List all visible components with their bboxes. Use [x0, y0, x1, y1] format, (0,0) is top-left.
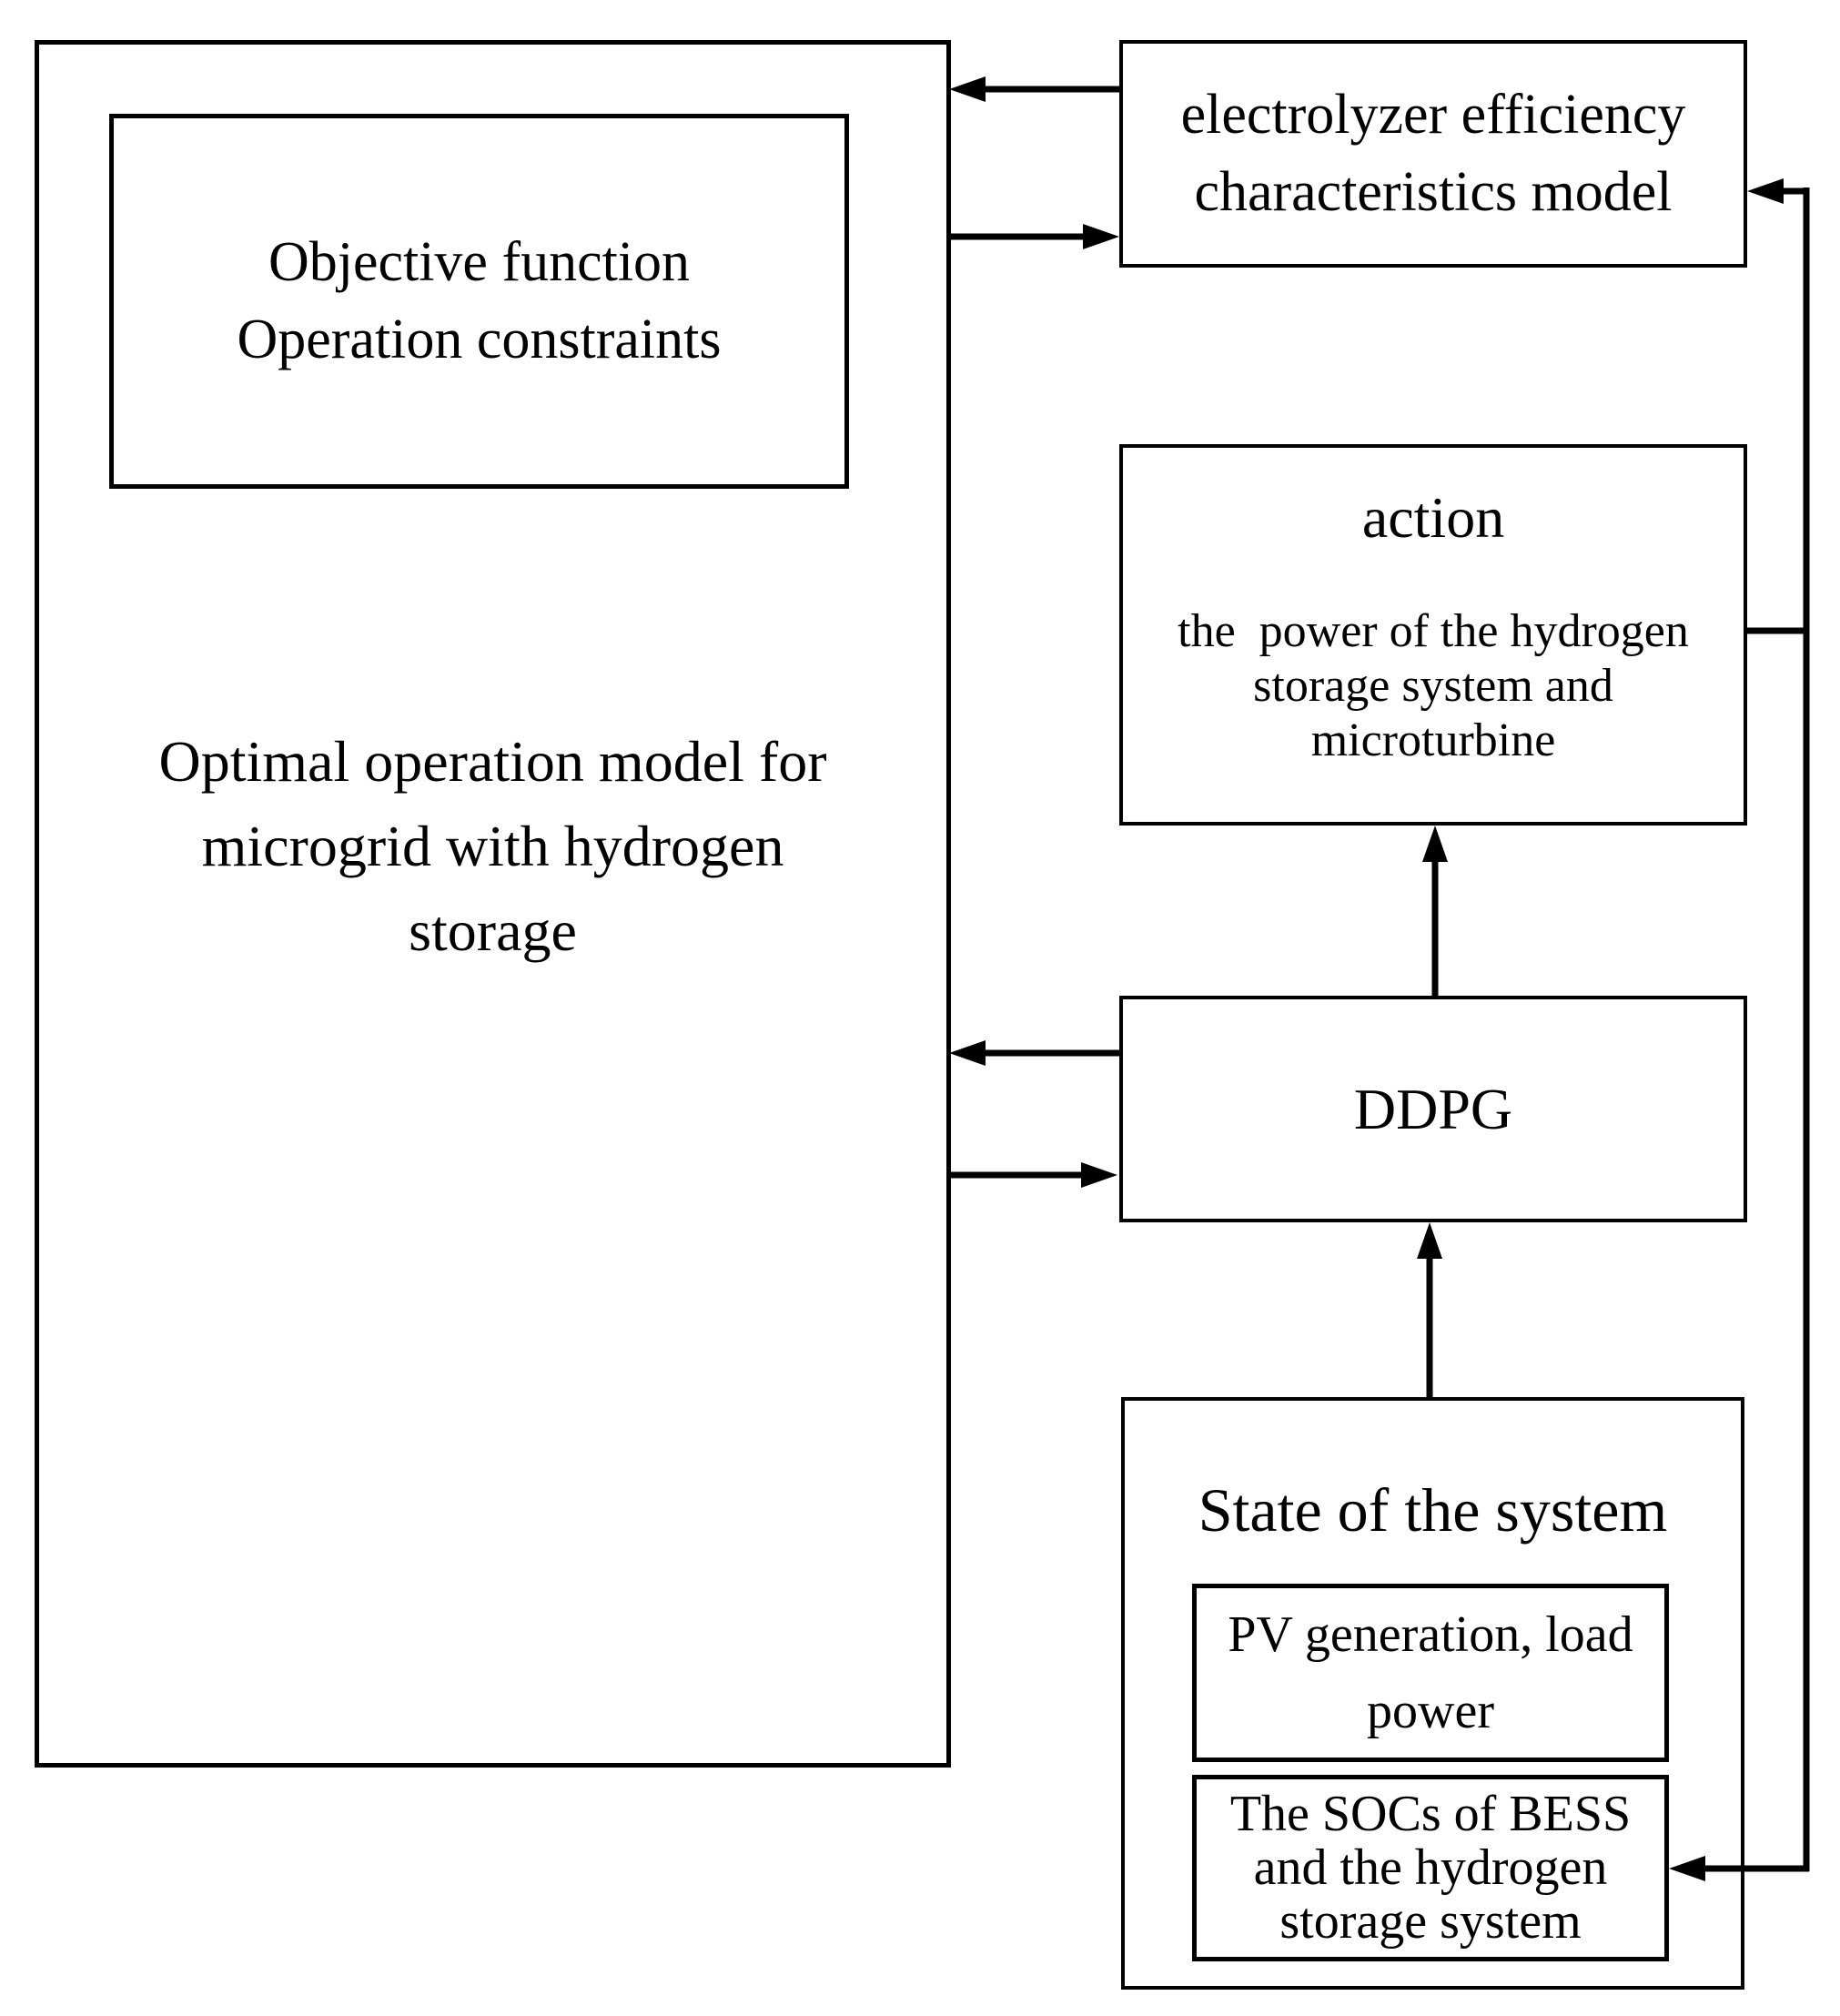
optimal-operation-model-label: Optimal operation model for microgrid wi…	[35, 719, 951, 973]
action-body-line-1: the power of the hydrogen	[1178, 605, 1689, 657]
state-of-system-title: State of the system	[1198, 1475, 1668, 1545]
arrow-electrolyzer-to-model	[949, 76, 1119, 102]
objective-constraints-box: Objective function Operation constraints	[109, 114, 849, 489]
action-box-title: action	[1361, 485, 1505, 550]
arrow-model-to-ddpg	[949, 1162, 1117, 1188]
arrow-ddpg-to-action	[1422, 826, 1448, 996]
pv-load-box: PV generation, load power	[1192, 1584, 1669, 1762]
electrolyzer-model-line-2: characteristics model	[1194, 161, 1673, 223]
ddpg-box: DDPG	[1119, 996, 1747, 1222]
electrolyzer-efficiency-model-box: electrolyzer efficiency characteristics …	[1119, 40, 1747, 268]
action-box-body: the power of the hydrogen storage system…	[1123, 604, 1744, 768]
arrow-state-to-ddpg	[1417, 1222, 1442, 1397]
objective-constraints-line-2: Operation constraints	[237, 309, 722, 370]
soc-line-3: storage system	[1279, 1893, 1582, 1950]
pv-load-line-1: PV generation, load	[1228, 1606, 1633, 1663]
action-body-line-2: storage system and	[1253, 660, 1613, 712]
arrow-model-to-electrolyzer	[949, 224, 1119, 249]
action-body-line-3: microturbine	[1310, 714, 1556, 766]
electrolyzer-model-line-1: electrolyzer efficiency	[1180, 84, 1686, 146]
optimal-operation-model-label-line-1: Optimal operation model for	[158, 729, 827, 794]
action-box: action the power of the hydrogen storage…	[1119, 444, 1747, 826]
soc-box: The SOCs of BESS and the hydrogen storag…	[1192, 1775, 1669, 1961]
ddpg-label: DDPG	[1353, 1076, 1513, 1141]
optimal-operation-model-label-line-3: storage	[409, 898, 577, 963]
soc-line-1: The SOCs of BESS	[1229, 1786, 1632, 1842]
arrow-ddpg-to-model	[949, 1040, 1119, 1066]
arrow-feedback-to-electrolyzer	[1747, 178, 1809, 204]
objective-constraints-line-1: Objective function	[268, 231, 691, 293]
pv-load-line-2: power	[1367, 1683, 1494, 1739]
optimal-operation-model-label-line-2: microgrid with hydrogen	[201, 814, 784, 878]
soc-line-2: and the hydrogen	[1253, 1839, 1608, 1896]
